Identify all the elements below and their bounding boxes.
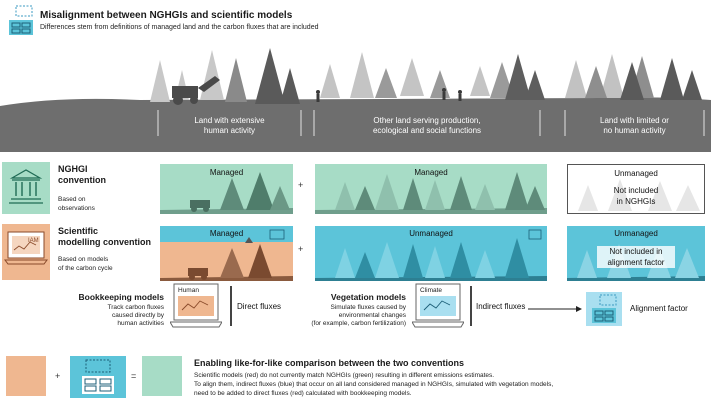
plus-sign-scientific: + bbox=[298, 244, 303, 254]
plus-sign-nghgi: + bbox=[298, 180, 303, 190]
scientific-subtitle: Based on models of the carbon cycle bbox=[58, 256, 113, 273]
land-band-label-other: Other land serving production, ecologica… bbox=[314, 116, 540, 136]
bookkeeping-desc: Track carbon fluxes caused directly by h… bbox=[58, 304, 164, 329]
nghgi-panel-unmanaged: Unmanaged Not included in NGHGIs bbox=[567, 164, 705, 214]
vegetation-title: Vegetation models bbox=[300, 292, 406, 302]
indirect-flux-bar bbox=[470, 286, 472, 326]
equation-equals: = bbox=[131, 371, 136, 381]
bookkeeping-screen-label: Human bbox=[178, 287, 199, 294]
land-band-label-limited: Land with limited or no human activity bbox=[565, 116, 704, 136]
scientific-panel-unmanaged-2: Unmanaged bbox=[315, 226, 547, 281]
scientific-title: Scientific modelling convention bbox=[58, 226, 151, 248]
scientific-panel-unmanaged-3: Unmanaged Not included in alignment fact… bbox=[567, 226, 705, 281]
scientific-panel-managed: Managed bbox=[160, 226, 293, 281]
equation-red-box bbox=[6, 356, 46, 396]
indirect-flux-label: Indirect fluxes bbox=[476, 302, 525, 311]
vegetation-desc: Simulate fluxes caused by environmental … bbox=[270, 304, 406, 329]
nghgi-convention-card: NGHGI convention Based on observations bbox=[2, 162, 152, 214]
equation-plus: + bbox=[55, 371, 60, 381]
iam-icon-label: IAM bbox=[28, 238, 39, 244]
footer-line1: Scientific models (red) do not currently… bbox=[194, 372, 494, 380]
page-subtitle: Differences stem from definitions of man… bbox=[40, 24, 318, 31]
alignment-factor-label: Alignment factor bbox=[630, 304, 688, 313]
land-band-label-extensive: Land with extensive human activity bbox=[158, 116, 301, 136]
scientific-convention-card: IAM Scientific modelling convention Base… bbox=[2, 224, 154, 280]
bank-icon bbox=[2, 162, 50, 214]
bookkeeping-title: Bookkeeping models bbox=[58, 292, 164, 302]
page-title: Misalignment between NGHGIs and scientif… bbox=[40, 10, 292, 21]
scientific-panel2-label: Unmanaged bbox=[315, 229, 547, 238]
nghgi-subtitle: Based on observations bbox=[58, 196, 95, 213]
alignment-factor-icon bbox=[586, 292, 622, 326]
nghgi-title: NGHGI convention bbox=[58, 164, 106, 186]
nghgi-panel1-label: Managed bbox=[160, 168, 293, 177]
nghgi-panel3-note: Not included in NGHGIs bbox=[568, 185, 704, 207]
footer-line2: To align them, indirect fluxes (blue) th… bbox=[194, 381, 553, 389]
arrow-to-alignment bbox=[528, 304, 584, 314]
direct-flux-bar bbox=[230, 286, 232, 326]
nghgi-panel-managed-2: Managed bbox=[315, 164, 547, 214]
equation-green-box bbox=[142, 356, 182, 396]
footer-title: Enabling like-for-like comparison betwee… bbox=[194, 358, 464, 368]
bookkeeping-laptop-icon: Human bbox=[170, 282, 222, 330]
footer-line3: need to be added to direct fluxes (red) … bbox=[194, 390, 412, 398]
nghgi-panel3-label: Unmanaged bbox=[568, 169, 704, 178]
laptop-icon: IAM bbox=[2, 224, 50, 280]
vegetation-screen-label: Climate bbox=[420, 287, 442, 294]
nghgi-panel2-label: Managed bbox=[315, 168, 547, 177]
scientific-panel1-label: Managed bbox=[160, 229, 293, 238]
vegetation-laptop-icon: Climate bbox=[412, 282, 464, 330]
nghgi-panel-managed-1: Managed bbox=[160, 164, 293, 214]
scientific-panel3-label: Unmanaged bbox=[567, 229, 705, 238]
equation-blue-box bbox=[70, 356, 126, 398]
header-icon bbox=[6, 4, 36, 38]
scientific-panel3-note: Not included in alignment factor bbox=[597, 246, 675, 268]
